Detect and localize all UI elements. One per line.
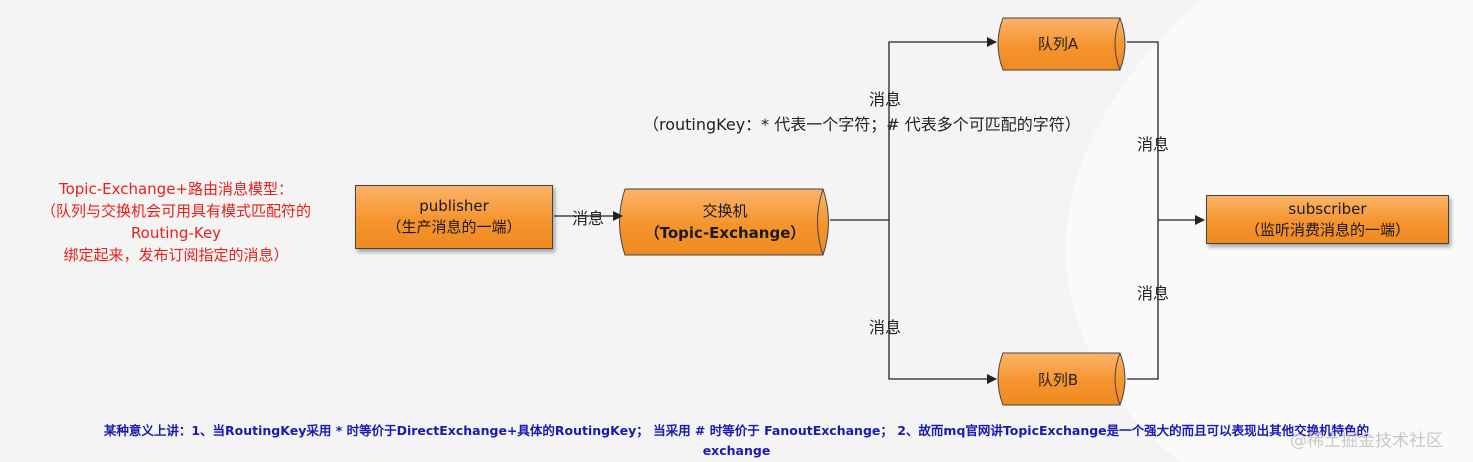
publisher-node: publisher （生产消息的一端） <box>355 185 553 249</box>
annotation-line-1: Topic-Exchange+路由消息模型： <box>58 180 293 198</box>
edge-label-publisher-exchange: 消息 <box>572 209 605 228</box>
footer-note: 某种意义上讲：1、当RoutingKey采用 * 时等价于DirectExcha… <box>0 421 1473 461</box>
line-queue-b-merge <box>1127 220 1159 380</box>
annotation-line-4: 绑定起来，发布订阅指定的消息） <box>63 246 289 264</box>
exchange-subtitle: （Topic-Exchange） <box>644 224 806 242</box>
queue-a-label: 队列A <box>1037 35 1079 53</box>
annotation-line-3: Routing-Key <box>130 224 222 242</box>
exchange-title: 交换机 <box>702 202 748 220</box>
queue-b-label: 队列B <box>1037 371 1079 389</box>
publisher-subtitle: （生产消息的一端） <box>386 218 522 236</box>
queue-b-shape <box>997 352 1126 406</box>
publisher-title: publisher <box>419 197 489 215</box>
arrow-exchange-queue-b <box>888 220 997 384</box>
edge-label-queue-b-subscriber: 消息 <box>1137 284 1170 303</box>
model-annotation: Topic-Exchange+路由消息模型： （队列与交换机会可用具有模式匹配符… <box>0 178 352 266</box>
subscriber-title: subscriber <box>1288 199 1367 218</box>
routing-key-note: （routingKey：* 代表一个字符；# 代表多个可匹配的字符） <box>643 115 1081 134</box>
subscriber-node: subscriber （监听消费消息的一端） <box>1206 195 1449 244</box>
line-queue-a-merge <box>1127 41 1159 220</box>
annotation-line-2: （队列与交换机会可用具有模式匹配符的 <box>40 202 311 220</box>
edge-label-exchange-queue-a: 消息 <box>869 90 902 109</box>
subscriber-subtitle: （监听消费消息的一端） <box>1244 220 1410 239</box>
watermark: @稀土掘金技术社区 <box>1290 431 1443 451</box>
queue-a-shape <box>997 17 1126 71</box>
exchange-node: 交换机 （Topic-Exchange） <box>630 189 820 255</box>
edge-label-queue-a-subscriber: 消息 <box>1137 135 1170 154</box>
footer-line-2: exchange <box>702 443 771 458</box>
arrow-exchange-queue-a <box>830 37 997 221</box>
footer-line-1: 某种意义上讲：1、当RoutingKey采用 * 时等价于DirectExcha… <box>103 423 1370 438</box>
edge-label-exchange-queue-b: 消息 <box>869 318 902 337</box>
